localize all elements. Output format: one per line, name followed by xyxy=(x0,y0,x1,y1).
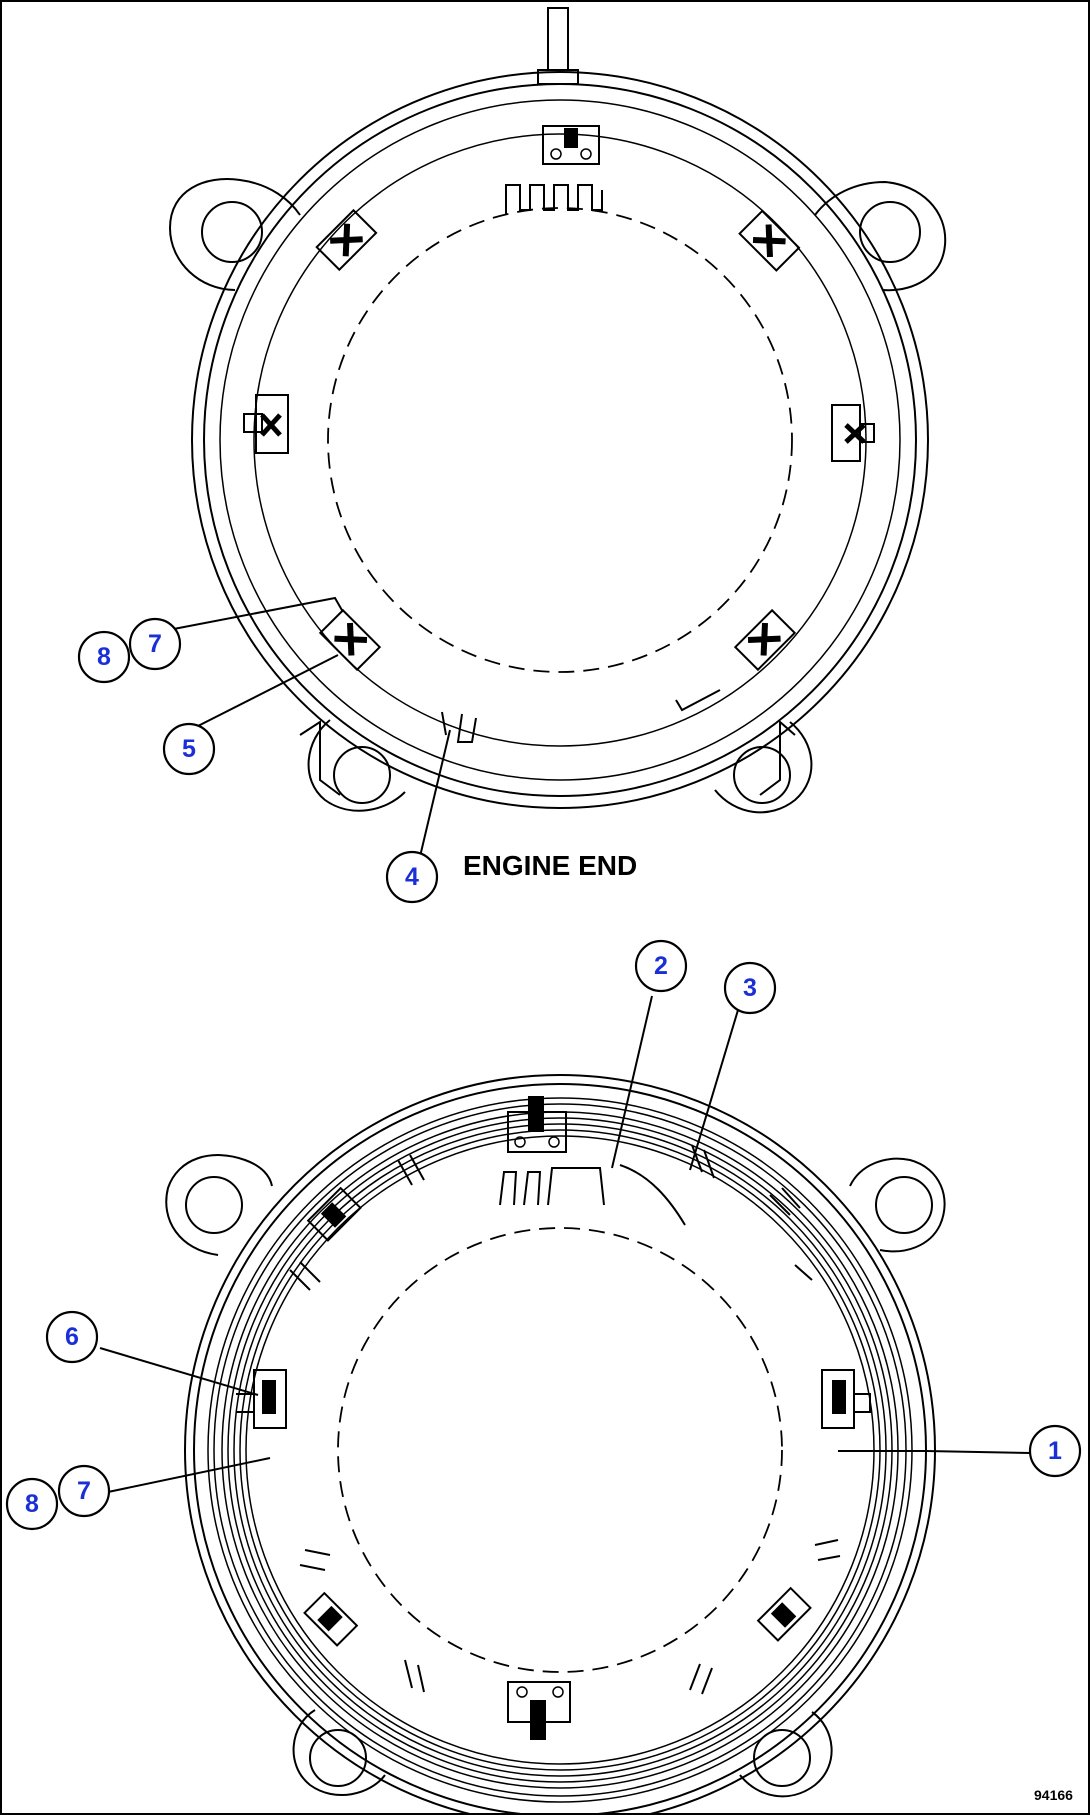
svg-text:2: 2 xyxy=(654,952,668,980)
bottom-leaders xyxy=(99,995,1031,1493)
svg-text:1: 1 xyxy=(1048,1437,1062,1465)
svg-text:8: 8 xyxy=(97,643,111,671)
callout-bottom-3: 3 xyxy=(723,961,777,1015)
callout-bottom-2: 2 xyxy=(634,939,688,993)
top-assembly: 8 7 5 4 ENGINE END xyxy=(77,7,947,904)
callout-top-4: 4 xyxy=(385,850,439,904)
bottom-assembly: 2 3 6 1 8 7 xyxy=(5,939,1082,1815)
callout-bottom-7: 7 xyxy=(57,1464,111,1518)
top-leaders xyxy=(157,596,451,866)
svg-text:5: 5 xyxy=(182,735,196,763)
callout-top-7: 7 xyxy=(128,617,182,671)
top-mount-ears xyxy=(168,178,947,814)
svg-text:8: 8 xyxy=(25,1490,39,1518)
bottom-lock-tabs xyxy=(236,1096,871,1740)
caption-engine-end: ENGINE END xyxy=(463,850,637,881)
top-housing-rings xyxy=(191,71,929,809)
svg-text:7: 7 xyxy=(148,630,162,658)
svg-text:6: 6 xyxy=(65,1323,79,1351)
callout-top-8: 8 xyxy=(77,630,131,684)
bottom-mount-ears xyxy=(165,1154,946,1798)
top-lock-tabs xyxy=(243,125,875,743)
callout-bottom-8: 8 xyxy=(5,1477,59,1531)
svg-text:3: 3 xyxy=(743,974,757,1002)
figure-id: 94166 xyxy=(1034,1787,1073,1803)
callout-bottom-1: 1 xyxy=(1028,1424,1082,1478)
callout-top-5: 5 xyxy=(162,722,216,776)
bottom-housing-rings xyxy=(184,1074,936,1815)
callout-bottom-6: 6 xyxy=(45,1310,99,1364)
svg-text:7: 7 xyxy=(77,1477,91,1505)
svg-text:4: 4 xyxy=(405,863,419,891)
